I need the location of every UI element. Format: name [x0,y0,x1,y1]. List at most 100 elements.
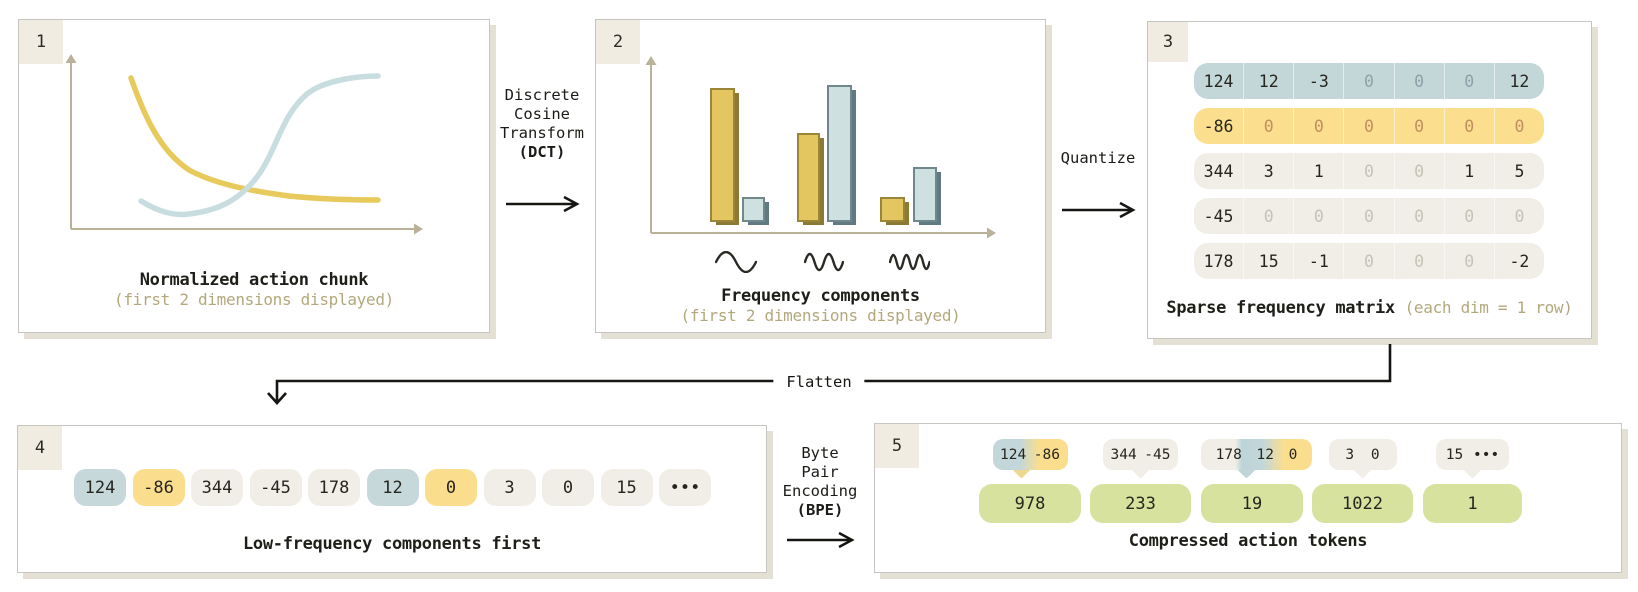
matrix-cell: 0 [1443,63,1494,99]
compressed-token: 19 [1201,484,1303,523]
quantize-label: Quantize [1060,149,1136,167]
panel4-title: Low-frequency components first [242,534,542,554]
matrix-cell: 0 [1393,63,1444,99]
x-axis-arrow-icon [987,227,996,239]
matrix-cell: 12 [1243,63,1293,99]
frequency-bar-blue [913,167,937,222]
matrix-cell: 178 [1203,251,1234,271]
matrix-cell: 0 [1293,198,1343,234]
bpe-connector: Byte Pair Encoding (BPE) [762,444,878,549]
high-frequency-wave-icon [889,253,930,271]
arrow-right-icon [1062,201,1136,219]
matrix-cell: 344 [1203,161,1234,181]
dct-label-line: Cosine [514,105,570,123]
plot-axes [650,64,988,234]
bubble-value: -86 [1033,446,1060,463]
matrix-cell: 0 [1393,198,1444,234]
matrix-cell: 0 [1343,153,1393,189]
action-chunk-plot [65,54,423,235]
panel4-caption: Low-frequency components first [18,534,766,554]
compressed-token-group: 15••• 1 [1423,439,1522,523]
matrix-cell: 12 [1493,63,1544,99]
frequency-bar-blue [827,85,852,222]
plot-axes [70,62,415,230]
step-badge-3: 3 [1148,22,1188,62]
matrix-cell: 0 [1393,108,1444,144]
matrix-cell: 0 [1393,243,1444,279]
dct-label-line: Discrete [504,86,580,104]
matrix-cell: 0 [1393,153,1444,189]
frequency-bar-chart [645,56,996,239]
arrow-down-icon [267,392,287,405]
panel3-subtitle: (each dim = 1 row) [1404,298,1573,317]
panel2-caption: Frequency components (first 2 dimensions… [596,286,1045,326]
panel1-subtitle: (first 2 dimensions displayed) [114,290,394,309]
panel-normalized-action-chunk: 1 Normalized action chunk (first 2 dimen… [18,19,490,333]
matrix-cell: -86 [1203,116,1234,136]
bpe-abbrev: (BPE) [796,501,844,519]
compressed-token: 233 [1090,484,1191,523]
panel1-caption: Normalized action chunk (first 2 dimensi… [19,270,489,310]
step-badge-2: 2 [596,20,640,64]
frequency-bar-blue [742,197,765,222]
arrow-right-icon [506,195,580,213]
y-axis-arrow-icon [65,54,77,63]
step-badge-4: 4 [18,426,62,470]
frequency-bar-yellow [880,197,905,222]
bubble-value: 3 [1345,446,1355,463]
matrix-cell: 0 [1343,63,1393,99]
matrix-cell: 1 [1293,153,1343,189]
panel2-title: Frequency components [721,286,920,306]
compressed-token-group: 124 -86 978 [979,439,1081,523]
bpe-label-line: Encoding [782,482,858,500]
source-values-bubble: 124 -86 [992,439,1068,470]
mid-frequency-wave-icon [804,252,844,272]
matrix-cell: 1 [1443,153,1494,189]
token: -86 [132,469,185,506]
step-badge-5: 5 [875,424,919,468]
flatten-label: Flatten [773,372,865,392]
compressed-token: 1022 [1312,484,1413,523]
bpe-label-line: Pair [801,463,839,481]
quantize-connector: Quantize [1038,149,1158,219]
frequency-bars [710,85,941,225]
bubble-value: 178 [1215,446,1242,463]
action-dim2-curve [138,73,381,218]
matrix-cell: 0 [1243,198,1293,234]
panel-frequency-components: 2 Frequency components (first 2 dimensio… [595,19,1046,333]
matrix-cell: 0 [1293,108,1343,144]
token: 3 [483,469,536,506]
matrix-cell: 0 [1443,243,1494,279]
arrow-right-icon [787,531,855,549]
panel2-subtitle: (first 2 dimensions displayed) [680,306,961,325]
panel1-title: Normalized action chunk [139,270,369,290]
source-values-bubble: 15••• [1436,439,1509,470]
matrix-cell: 0 [1243,108,1293,144]
token: 12 [366,469,419,506]
bubble-value: 124 [1000,446,1027,463]
y-axis-arrow-icon [645,56,657,65]
panel3-caption: Sparse frequency matrix (each dim = 1 ro… [1148,298,1591,318]
action-dim1-curve [128,75,381,203]
token: 344 [191,469,243,506]
matrix-cell: 0 [1343,198,1393,234]
compressed-token: 1 [1423,484,1522,523]
matrix-cell: 0 [1443,108,1494,144]
token: -45 [249,469,302,506]
dct-label-line: Transform [500,124,584,142]
bubble-value: 12 [1256,446,1274,463]
matrix-cell: 0 [1343,243,1393,279]
bpe-label-line: Byte [801,444,839,462]
token: ••• [659,469,711,506]
compressed-token: 978 [979,484,1081,523]
